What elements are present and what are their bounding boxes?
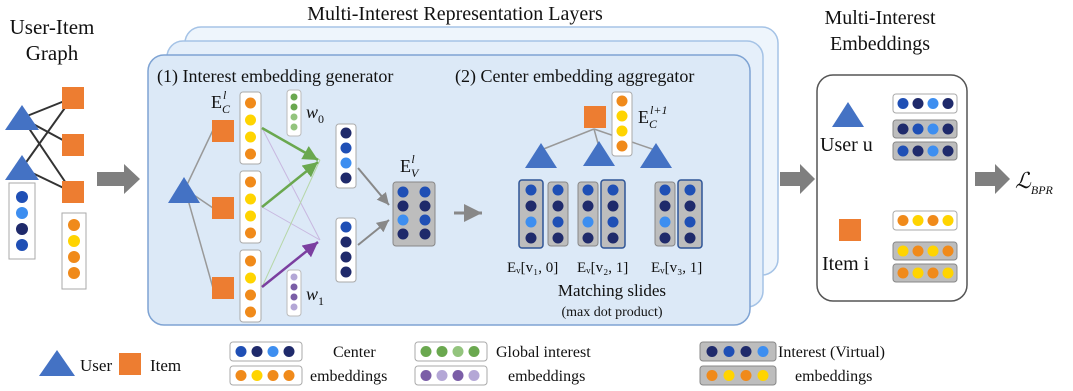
center-embedding-column — [239, 249, 262, 323]
user-item-graph — [5, 87, 87, 290]
item-legend-icon — [119, 353, 141, 375]
output-title-line2: Embeddings — [830, 33, 930, 55]
ec-l1-label: ECl+1 — [638, 103, 667, 131]
matching-slides-sub: (max dot product) — [561, 305, 662, 320]
global-interest-column — [286, 89, 302, 137]
user-node — [832, 102, 864, 127]
item-node — [584, 106, 606, 128]
center-embedding-column — [239, 170, 262, 244]
flow-arrow — [780, 164, 815, 194]
virtual-legend-swatch — [699, 365, 777, 386]
user-node — [168, 177, 200, 203]
item-node — [212, 277, 234, 299]
user-node — [583, 141, 615, 166]
user-embeddings — [892, 93, 958, 161]
legend: User Item Center embeddings Global inter… — [39, 341, 885, 386]
interest-embedding-column — [335, 123, 357, 189]
matching-slides-label: Matching slides — [558, 281, 666, 300]
user-node — [5, 105, 39, 130]
item-embeddings — [892, 210, 958, 283]
user-u-label: User u — [820, 134, 873, 156]
output-title-line1: Multi-Interest — [824, 7, 936, 29]
interest-embedding-column — [547, 181, 569, 247]
legend-center-line1: Center — [333, 344, 376, 361]
loss-label: ℒBPR — [1015, 168, 1054, 197]
user-node — [640, 143, 672, 168]
interest-embedding-column — [577, 181, 599, 247]
matched-interest-column — [600, 179, 626, 249]
user-node — [5, 155, 39, 180]
layers-title: Multi-Interest Representation Layers — [307, 3, 603, 25]
interest-embedding-column — [654, 181, 676, 247]
ev-label-1: Eᵥ[v₁, 0] — [507, 260, 558, 276]
legend-virtual-line1: Interest (Virtual) — [778, 344, 885, 361]
legend-global-line1: Global interest — [496, 344, 591, 361]
item-node — [62, 181, 84, 203]
item-node — [212, 197, 234, 219]
legend-global-line2: embeddings — [508, 368, 585, 385]
aggregator-title: (2) Center embedding aggregator — [455, 66, 694, 87]
user-node — [525, 143, 557, 168]
global-interest-column — [286, 269, 302, 317]
center-embedding-column — [239, 91, 262, 165]
matched-interest-column — [677, 179, 703, 249]
ev-label-2: Eᵥ[v₂, 1] — [577, 260, 628, 276]
ev-label-3: Eᵥ[v₃, 1] — [651, 260, 702, 276]
item-node — [839, 219, 861, 241]
ec-l-label: ECl — [211, 88, 231, 116]
item-i-label: Item i — [822, 253, 870, 275]
center-embedding-column — [611, 91, 633, 157]
legend-center-line2: embeddings — [310, 368, 387, 385]
user-legend-icon — [39, 350, 75, 376]
interest-embedding-column — [335, 217, 357, 283]
w1-label: w1 — [306, 284, 324, 308]
item-node — [212, 120, 234, 142]
center-legend-swatch — [229, 365, 303, 386]
global-legend-swatch — [414, 365, 488, 386]
legend-item-label: Item — [150, 356, 181, 375]
center-legend-swatch — [229, 341, 303, 362]
legend-user-label: User — [80, 356, 112, 375]
item-node — [62, 87, 84, 109]
ev-l-label: EVl — [400, 152, 420, 180]
generator-title: (1) Interest embedding generator — [157, 66, 393, 87]
legend-virtual-line2: embeddings — [795, 368, 872, 385]
graph-title-line1: User-Item — [10, 15, 95, 39]
w0-label: w0 — [306, 102, 324, 126]
item-node — [62, 134, 84, 156]
flow-arrow — [97, 164, 140, 194]
flow-arrow — [975, 164, 1010, 194]
global-legend-swatch — [414, 341, 488, 362]
generator-graph — [168, 89, 436, 323]
graph-title-line2: Graph — [26, 41, 79, 65]
virtual-legend-swatch — [699, 341, 777, 362]
aggregator-graph — [518, 91, 703, 249]
matched-interest-column — [518, 179, 544, 249]
